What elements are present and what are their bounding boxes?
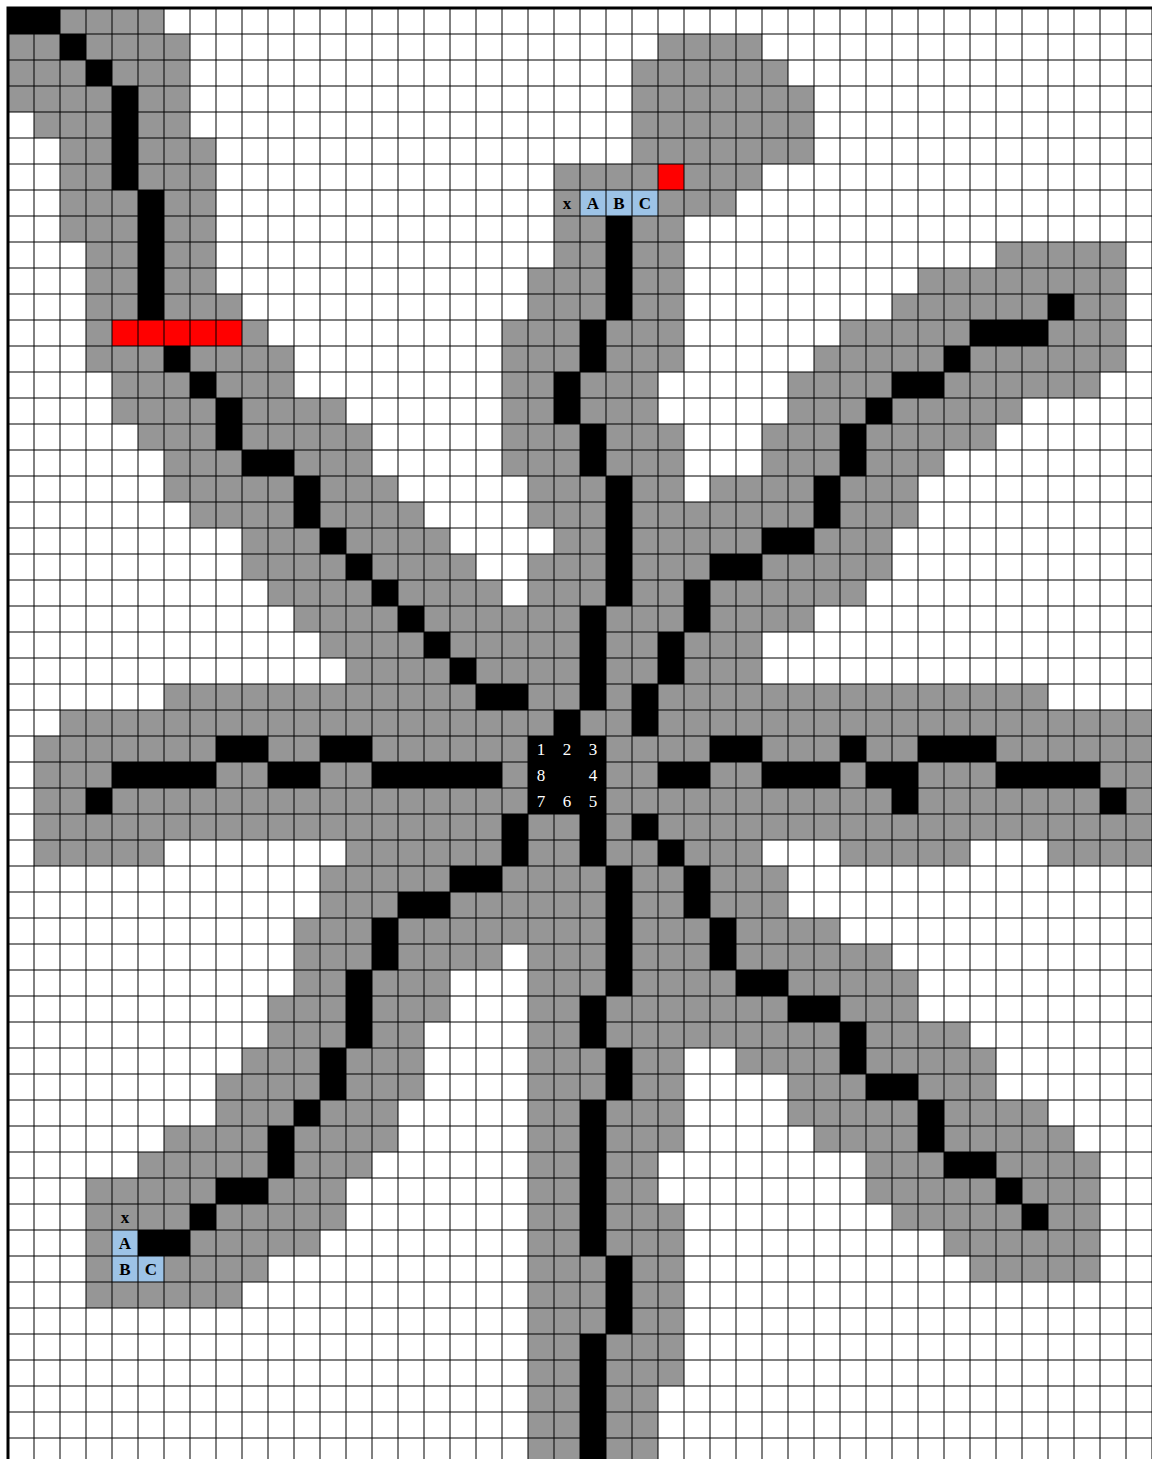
- cell-label: C: [138, 1256, 164, 1282]
- cell-text: B: [119, 1261, 130, 1278]
- cell-text: 7: [537, 793, 546, 810]
- grid-lines: [8, 8, 1152, 1459]
- cell-text: 3: [589, 741, 598, 758]
- cell-label: A: [112, 1230, 138, 1256]
- cell-label: x: [554, 190, 580, 216]
- cell-text: B: [613, 195, 624, 212]
- cell-label: B: [606, 190, 632, 216]
- cell-label: 3: [580, 736, 606, 762]
- cell-label: 1: [528, 736, 554, 762]
- cell-text: 4: [589, 767, 598, 784]
- cell-label: 7: [528, 788, 554, 814]
- cell-label: C: [632, 190, 658, 216]
- cell-text: C: [145, 1261, 157, 1278]
- cell-text: 1: [537, 741, 546, 758]
- cell-label: A: [580, 190, 606, 216]
- cell-label: 2: [554, 736, 580, 762]
- cell-label: 4: [580, 762, 606, 788]
- cell-label: 6: [554, 788, 580, 814]
- cell-label: 5: [580, 788, 606, 814]
- cell-text: 2: [563, 741, 572, 758]
- grey-cells: [8, 8, 1152, 1459]
- cell-text: A: [119, 1235, 131, 1252]
- cell-text: x: [563, 195, 572, 212]
- cell-text: 8: [537, 767, 546, 784]
- cell-text: A: [587, 195, 599, 212]
- cell-text: 6: [563, 793, 572, 810]
- cell-text: 5: [589, 793, 598, 810]
- cell-text: x: [121, 1209, 130, 1226]
- grid-border: [8, 8, 1152, 1459]
- cell-label: 8: [528, 762, 554, 788]
- black-cells: [8, 8, 1126, 1459]
- cell-label: B: [112, 1256, 138, 1282]
- cell-label: x: [112, 1204, 138, 1230]
- cell-text: C: [639, 195, 651, 212]
